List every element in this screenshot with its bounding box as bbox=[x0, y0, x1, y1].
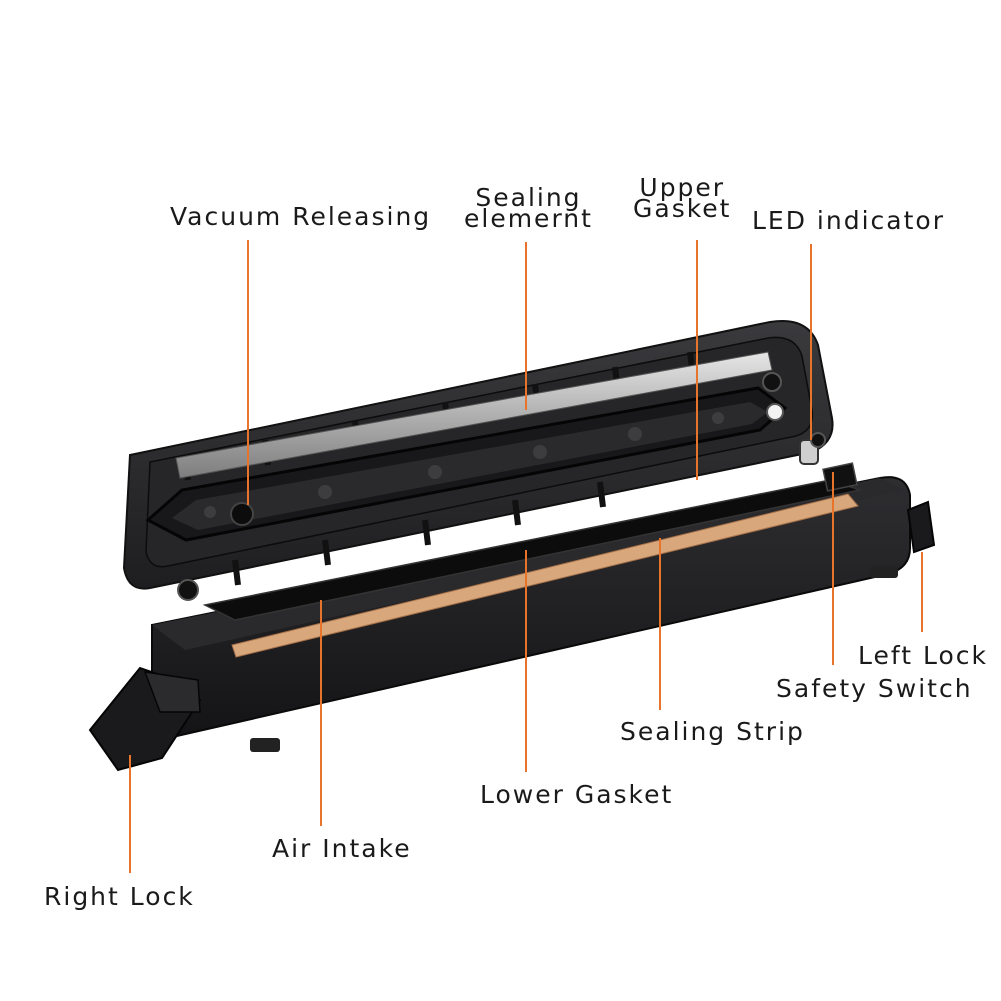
label-sealing-element-line2: elemernt bbox=[464, 203, 593, 233]
label-sealing-strip: Sealing Strip bbox=[620, 717, 805, 746]
label-sealing-element-line1: Sealing bbox=[475, 183, 582, 212]
label-upper-gasket-line2: Gasket bbox=[633, 193, 732, 223]
left-lock-latch bbox=[906, 500, 936, 554]
sealing-strip-shape bbox=[231, 493, 859, 658]
label-vacuum-releasing: Vacuum Releasing bbox=[170, 202, 432, 231]
label-right-lock: Right Lock bbox=[44, 882, 195, 911]
label-air-intake: Air Intake bbox=[272, 834, 412, 863]
label-lower-gasket: Lower Gasket bbox=[480, 780, 674, 809]
label-sealing-element: Sealing elemernt bbox=[464, 183, 593, 233]
safety-switch-block bbox=[822, 462, 858, 492]
label-led-indicator: LED indicator bbox=[752, 206, 945, 235]
gasket-dots bbox=[204, 412, 724, 518]
lower-gasket-shape bbox=[202, 479, 863, 621]
base-top bbox=[152, 478, 905, 650]
label-safety-switch: Safety Switch bbox=[776, 674, 973, 703]
sealing-element-rod bbox=[175, 351, 773, 479]
vacuum-release-knob bbox=[230, 502, 254, 526]
right-lock-latch bbox=[88, 666, 202, 772]
label-left-lock: Left Lock bbox=[858, 641, 988, 670]
label-upper-gasket-line1: Upper bbox=[639, 173, 726, 202]
leader-lines bbox=[129, 240, 923, 873]
label-upper-gasket: Upper Gasket bbox=[633, 173, 732, 223]
